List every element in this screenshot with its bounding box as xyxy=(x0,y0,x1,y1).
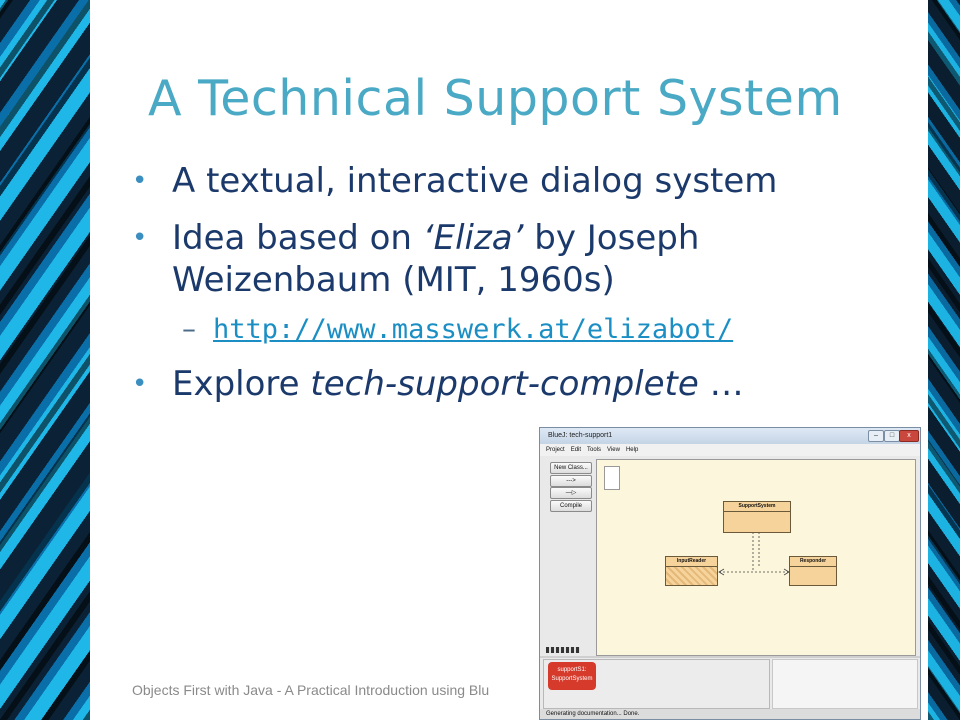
class-name: SupportSystem xyxy=(724,502,790,512)
bullet-text: Explore xyxy=(172,364,311,404)
dependency-arrows xyxy=(718,504,790,576)
bluej-window-title: BlueJ: tech-support1 xyxy=(548,432,613,439)
dash-icon: – xyxy=(182,312,196,345)
bullet-emphasis: ‘Eliza’ xyxy=(422,218,524,258)
machine-indicator xyxy=(546,647,580,653)
terminal-panel xyxy=(772,659,918,709)
bluej-titlebar: BlueJ: tech-support1 – □ x xyxy=(540,428,920,444)
bullet-text: … xyxy=(698,364,744,404)
menu-edit[interactable]: Edit xyxy=(570,447,582,453)
eliza-link[interactable]: http://www.masswerk.at/elizabot/ xyxy=(213,314,734,345)
bluej-menubar: Project Edit Tools View Help xyxy=(540,444,920,456)
menu-view[interactable]: View xyxy=(607,447,620,453)
object-name: supportS1: xyxy=(557,667,587,673)
minimize-icon[interactable]: – xyxy=(868,430,884,442)
sub-bullet-item: – http://www.masswerk.at/elizabot/ xyxy=(130,312,910,347)
status-text: Generating documentation... Done. xyxy=(546,711,640,717)
bluej-window-screenshot: BlueJ: tech-support1 – □ x Project Edit To… xyxy=(539,427,921,720)
bullet-list: • A textual, interactive dialog system •… xyxy=(130,160,910,420)
feather-panel-right xyxy=(928,0,960,720)
close-icon[interactable]: x xyxy=(899,430,919,442)
uses-arrow-button[interactable]: ---> xyxy=(550,475,592,487)
object-instance[interactable]: supportS1: SupportSystem xyxy=(548,662,596,690)
object-bench: supportS1: SupportSystem xyxy=(543,659,770,709)
bullet-text: A textual, interactive dialog system xyxy=(172,161,778,201)
bullet-icon: • xyxy=(132,223,148,253)
status-bar: Generating documentation... Done. xyxy=(540,709,920,719)
menu-help[interactable]: Help xyxy=(625,447,639,453)
bullet-item: • Idea based on ‘Eliza’ by Joseph Weizen… xyxy=(130,217,910,301)
slide: A Technical Support System • A textual, … xyxy=(90,0,928,720)
menu-tools[interactable]: Tools xyxy=(587,447,602,453)
compile-button[interactable]: Compile xyxy=(550,500,592,512)
bullet-emphasis: tech-support-complete xyxy=(310,364,699,404)
slide-title: A Technical Support System xyxy=(148,70,843,127)
class-box-inputreader[interactable]: InputReader xyxy=(665,556,718,586)
menu-project[interactable]: Project xyxy=(546,447,565,453)
slide-footer: Objects First with Java - A Practical In… xyxy=(132,682,490,698)
new-class-button[interactable]: New Class... xyxy=(550,462,592,474)
class-name: InputReader xyxy=(666,557,717,567)
document-icon[interactable] xyxy=(604,466,620,490)
class-diagram-canvas[interactable] xyxy=(596,459,916,656)
bullet-item: • A textual, interactive dialog system xyxy=(130,160,910,202)
class-box-responder[interactable]: Responder xyxy=(789,556,837,586)
inherits-arrow-button[interactable]: —▷ xyxy=(550,487,592,499)
class-box-supportsystem[interactable]: SupportSystem xyxy=(723,501,791,533)
feather-panel-left xyxy=(0,0,90,720)
bullet-item: • Explore tech-support-complete … xyxy=(130,363,910,405)
object-type: SupportSystem xyxy=(551,676,593,682)
class-name: Responder xyxy=(790,557,836,567)
bullet-icon: • xyxy=(132,369,148,399)
bullet-text: Idea based on xyxy=(172,218,423,258)
bullet-text: by Joseph Weizenbaum (MIT, 1960s) xyxy=(172,218,700,300)
bullet-icon: • xyxy=(132,166,148,196)
workbench-divider[interactable] xyxy=(540,656,920,658)
maximize-icon[interactable]: □ xyxy=(884,430,900,442)
